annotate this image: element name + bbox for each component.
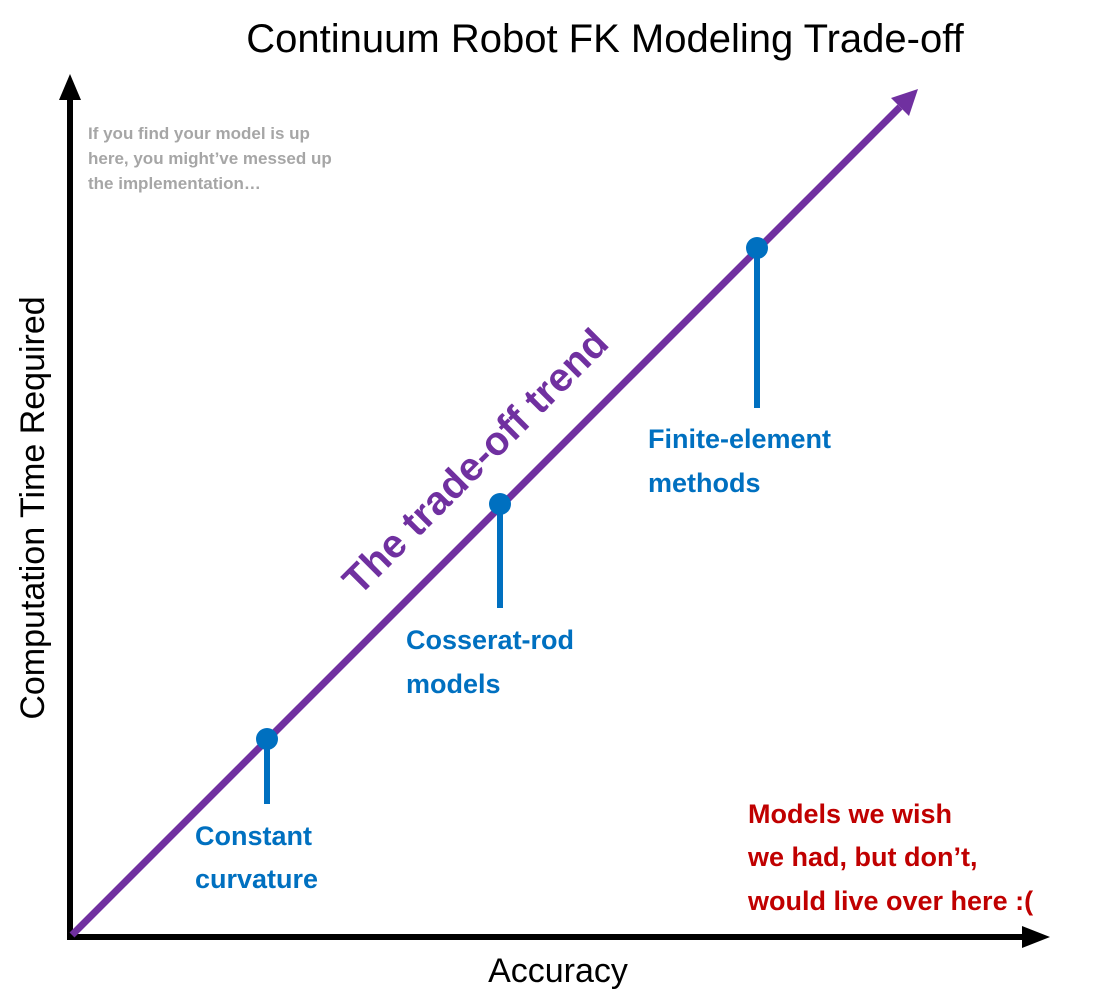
- model-label-constant-curvature: Constant curvature: [195, 821, 318, 894]
- model-label-line: models: [406, 669, 501, 699]
- trend-arrowhead: [891, 89, 918, 116]
- y-axis-label: Computation Time Required: [14, 296, 52, 719]
- x-axis-label: Accuracy: [488, 952, 628, 990]
- model-marker-finite-element: [746, 237, 768, 408]
- y-axis: [59, 74, 81, 940]
- note-line: the implementation…: [88, 174, 261, 193]
- note-line: If you find your model is up: [88, 124, 310, 143]
- diagram-title: Continuum Robot FK Modeling Trade-off: [246, 17, 964, 61]
- y-axis-arrowhead: [59, 74, 81, 100]
- wish-label-line: would live over here :(: [747, 886, 1033, 916]
- model-marker-cosserat-rod: [489, 493, 511, 608]
- note-line: here, you might’ve messed up: [88, 149, 332, 168]
- x-axis: [67, 926, 1050, 948]
- model-label-line: Constant: [195, 821, 312, 851]
- model-label-finite-element: Finite-element methods: [648, 424, 831, 498]
- model-label-line: Finite-element: [648, 424, 831, 454]
- model-label-line: methods: [648, 468, 761, 498]
- wish-label-line: Models we wish: [748, 799, 952, 829]
- trend-label: The trade-off trend: [335, 321, 618, 604]
- model-label-cosserat-rod: Cosserat-rod models: [406, 625, 574, 699]
- model-label-line: curvature: [195, 864, 318, 894]
- model-label-line: Cosserat-rod: [406, 625, 574, 655]
- marker-dot: [256, 728, 278, 750]
- x-axis-arrowhead: [1022, 926, 1050, 948]
- wish-label-line: we had, but don’t,: [747, 842, 977, 872]
- implementation-note: If you find your model is up here, you m…: [88, 124, 332, 193]
- marker-dot: [746, 237, 768, 259]
- model-marker-constant-curvature: [256, 728, 278, 804]
- marker-dot: [489, 493, 511, 515]
- wish-label: Models we wish we had, but don’t, would …: [747, 799, 1033, 916]
